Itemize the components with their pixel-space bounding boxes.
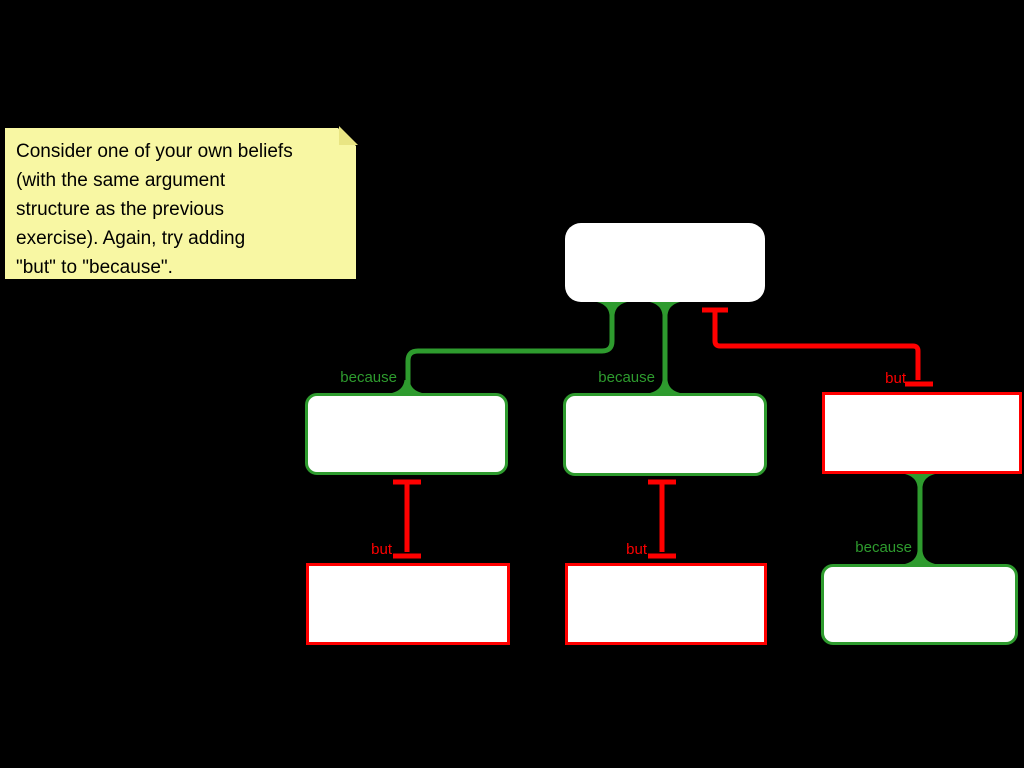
objection-box-1[interactable] [822, 392, 1022, 474]
connector-claim-to-reason-2[interactable] [650, 302, 680, 393]
but-label: but [885, 370, 906, 387]
instruction-note-text: Consider one of your own beliefs (with t… [16, 141, 293, 278]
objection-box-3[interactable] [565, 563, 767, 645]
because-label: because [598, 369, 655, 386]
because-label: because [340, 369, 397, 386]
connector-reason-2-to-objection-3[interactable] [648, 479, 676, 559]
instruction-sticky-note[interactable]: Consider one of your own beliefs (with t… [3, 126, 358, 281]
main-claim-box[interactable] [565, 223, 765, 302]
connector-claim-to-objection-1[interactable] [702, 307, 933, 387]
reason-box-3[interactable] [821, 564, 1018, 645]
connector-reason-1-to-objection-2[interactable] [393, 479, 421, 559]
but-label: but [626, 541, 647, 558]
but-label: but [371, 541, 392, 558]
connector-objection-1-to-reason-3[interactable] [905, 474, 935, 564]
reason-box-1[interactable] [305, 393, 508, 475]
reason-box-2[interactable] [563, 393, 767, 476]
connector-claim-to-reason-1[interactable] [392, 302, 627, 393]
objection-box-2[interactable] [306, 563, 510, 645]
because-label: because [855, 539, 912, 556]
